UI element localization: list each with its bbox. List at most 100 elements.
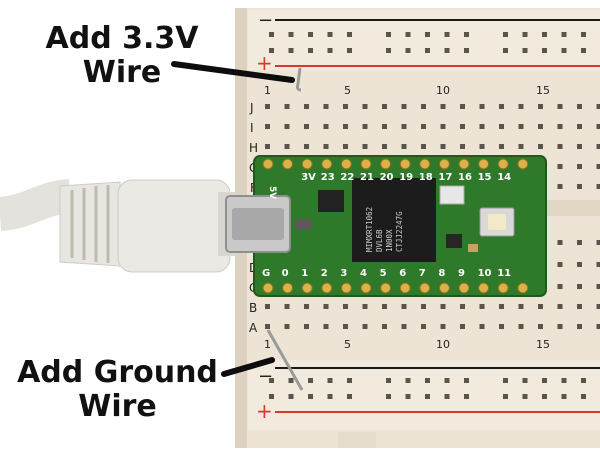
callout-add-ground-wire: Add Ground Wire — [10, 356, 225, 424]
chip-text-2: DVL6B — [375, 229, 384, 252]
breadboard-hole — [289, 378, 294, 383]
breadboard-hole — [519, 304, 524, 309]
breadboard-hole — [421, 304, 426, 309]
pin-label: 6 — [399, 268, 406, 279]
callout-ground-line-2: Wire — [10, 390, 225, 424]
breadboard-hole — [597, 124, 600, 129]
breadboard-hole — [597, 324, 600, 329]
board-pin — [498, 159, 508, 169]
breadboard-hole — [542, 48, 547, 53]
breadboard-hole — [347, 32, 352, 37]
breadboard-hole — [503, 32, 508, 37]
breadboard-hole — [347, 394, 352, 399]
pin-label: 8 — [438, 268, 445, 279]
breadboard-hole — [480, 324, 485, 329]
breadboard-hole — [577, 240, 582, 245]
breadboard-hole — [347, 378, 352, 383]
breadboard-hole — [343, 104, 348, 109]
chip-text-1: MIMXRT1062 — [365, 207, 374, 252]
breadboard-hole — [480, 144, 485, 149]
column-number-15-top: 15 — [536, 84, 550, 97]
column-number-5-top: 5 — [344, 84, 351, 97]
pin-label: 0 — [282, 268, 289, 279]
pin-label: 20 — [380, 172, 394, 183]
breadboard-hole — [347, 48, 352, 53]
breadboard-foot — [338, 432, 376, 448]
breadboard-hole — [499, 144, 504, 149]
breadboard-hole — [328, 48, 333, 53]
rail-plus-top: + — [256, 51, 273, 75]
breadboard-hole — [597, 284, 600, 289]
usb-strain-relief — [60, 182, 120, 266]
breadboard-hole — [519, 124, 524, 129]
breadboard-hole — [343, 144, 348, 149]
breadboard-hole — [445, 378, 450, 383]
breadboard-hole — [343, 324, 348, 329]
pin-label: 1 — [301, 268, 308, 279]
breadboard-hole — [363, 304, 368, 309]
board-pin — [439, 283, 449, 293]
column-number-5-bottom: 5 — [344, 338, 351, 351]
board-pin — [518, 283, 528, 293]
pin-label: 18 — [419, 172, 433, 183]
pin-label: 9 — [458, 268, 465, 279]
breadboard-hole — [577, 284, 582, 289]
callout-3v3-line-2: Wire — [22, 56, 222, 90]
row-letter-j: J — [249, 101, 254, 115]
pin-label: 23 — [321, 172, 335, 183]
board-pin — [263, 159, 273, 169]
breadboard-hole — [324, 304, 329, 309]
breadboard-hole — [386, 32, 391, 37]
breadboard-hole — [523, 394, 528, 399]
pin-label: 5 — [380, 268, 387, 279]
breadboard-hole — [597, 104, 600, 109]
rail-minus-top: − — [258, 10, 273, 31]
breadboard-hole — [542, 378, 547, 383]
breadboard-hole — [577, 164, 582, 169]
breadboard-hole — [386, 394, 391, 399]
pin-label: 19 — [399, 172, 413, 183]
board-pin — [439, 159, 449, 169]
breadboard-hole — [480, 124, 485, 129]
breadboard-hole — [289, 32, 294, 37]
board-pin — [420, 283, 430, 293]
breadboard-hole — [538, 124, 543, 129]
breadboard-hole — [406, 394, 411, 399]
breadboard-hole — [425, 394, 430, 399]
crystal — [440, 186, 464, 204]
breadboard-hole — [503, 378, 508, 383]
column-number-10-top: 10 — [436, 84, 450, 97]
pin-label: G — [262, 268, 270, 279]
breadboard-hole — [597, 262, 600, 267]
breadboard-hole — [480, 304, 485, 309]
breadboard-hole — [308, 48, 313, 53]
breadboard-hole — [597, 164, 600, 169]
breadboard-hole — [558, 144, 563, 149]
breadboard-hole — [324, 324, 329, 329]
breadboard-hole — [499, 324, 504, 329]
breadboard-hole — [265, 124, 270, 129]
breadboard-hole — [386, 48, 391, 53]
breadboard-hole — [558, 104, 563, 109]
board-pin — [518, 159, 528, 169]
breadboard-hole — [480, 104, 485, 109]
breadboard-hole — [460, 104, 465, 109]
breadboard-hole — [308, 394, 313, 399]
breadboard-hole — [402, 144, 407, 149]
breadboard-hole — [285, 144, 290, 149]
breadboard-hole — [519, 104, 524, 109]
breadboard-hole — [558, 124, 563, 129]
callout-3v3-line-1: Add 3.3V — [22, 22, 222, 56]
column-number-1-bottom: 1 — [264, 338, 271, 351]
breadboard-hole — [421, 144, 426, 149]
breadboard-hole — [538, 324, 543, 329]
breadboard-hole — [558, 284, 563, 289]
breadboard-hole — [324, 104, 329, 109]
breadboard-hole — [597, 184, 600, 189]
breadboard-hole — [460, 324, 465, 329]
breadboard-hole — [308, 378, 313, 383]
breadboard-hole — [363, 324, 368, 329]
board-pin — [498, 283, 508, 293]
breadboard-hole — [538, 104, 543, 109]
